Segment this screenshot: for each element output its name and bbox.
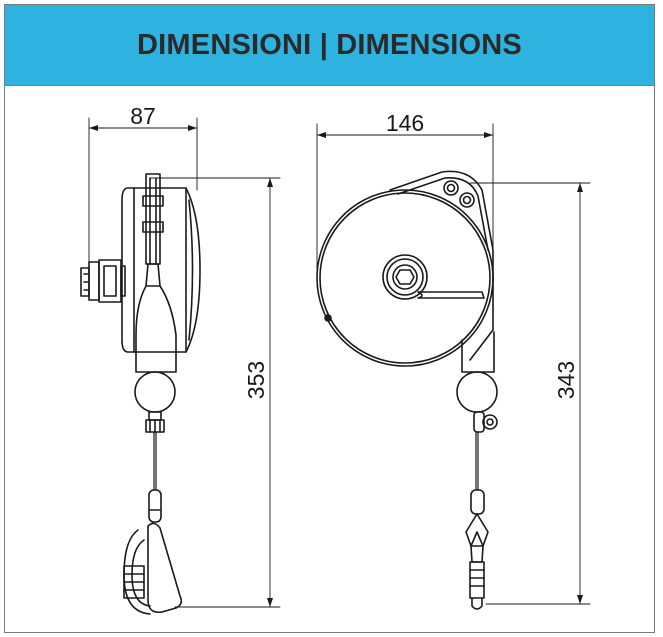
mounting-bracket	[389, 170, 494, 361]
carabiner-hook	[123, 522, 183, 615]
side-housing	[121, 173, 201, 373]
dimensions-panel: DIMENSIONI | DIMENSIONS	[4, 4, 655, 633]
tension-pointer	[417, 291, 485, 299]
title-banner: DIMENSIONI | DIMENSIONS	[5, 5, 654, 86]
side-height-dimension	[149, 177, 281, 608]
front-hook-profile	[465, 513, 489, 610]
drum-housing	[316, 189, 494, 367]
front-width-dimension	[316, 123, 494, 271]
side-width-dimension	[88, 117, 198, 271]
front-cable-ferrule	[470, 489, 485, 515]
adjuster-knob	[80, 259, 126, 303]
cable-ferrule	[148, 489, 162, 523]
front-height-label: 343	[553, 361, 579, 399]
drum-hub	[382, 254, 428, 300]
side-view	[80, 117, 281, 615]
front-ball-stopper	[456, 371, 498, 413]
cable-clamp	[473, 411, 498, 433]
side-width-label: 87	[130, 103, 156, 129]
side-height-label: 353	[243, 361, 269, 399]
front-height-dimension	[469, 182, 591, 605]
ball-stopper	[134, 371, 176, 413]
front-width-label: 146	[386, 110, 424, 136]
page-title: DIMENSIONI | DIMENSIONS	[137, 28, 522, 61]
front-view	[316, 123, 591, 610]
